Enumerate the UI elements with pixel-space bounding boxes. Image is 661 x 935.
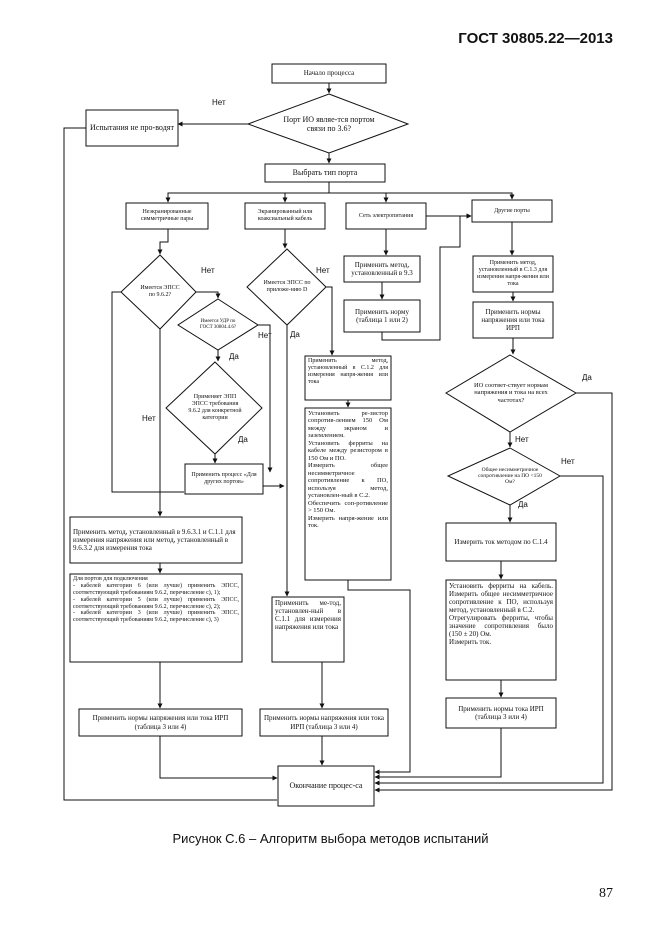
- aan-req-text: Применяет ЭПП ЭПСС требования 9.6.2 для …: [188, 394, 242, 421]
- not-tested-node: Испытания не про-водят: [90, 123, 174, 133]
- other-process-node: Применить процесс «Для других портов»: [191, 472, 257, 485]
- norm-power-node: Применить норму (таблица 1 или 2): [355, 307, 409, 324]
- method-power-node: Применить метод, установленный в 9.3: [351, 260, 413, 277]
- label-no-port: Нет: [212, 98, 226, 107]
- label-yes-imp: Да: [518, 500, 528, 509]
- label-no-udr: Нет: [258, 331, 272, 340]
- type-other-node: Другие порты: [494, 207, 530, 214]
- type-power-node: Сеть электропитания: [358, 212, 414, 219]
- label-no-imp: Нет: [561, 457, 575, 466]
- norm-ipr-node: Применить нормы напряжения или тока ИРП: [481, 307, 545, 333]
- aan-962-text: Имеется ЭПСС по 9.6.2?: [140, 285, 180, 298]
- choose-port-box: [264, 163, 386, 183]
- udr-text: Имеется УДР по ГОСТ 30804.4.6?: [199, 319, 237, 330]
- choose-port-node: Выбрать тип порта: [292, 168, 358, 178]
- figure-caption: Рисунок С.6 – Алгоритм выбора методов ис…: [172, 831, 489, 846]
- aan-d-text: Имеется ЭПСС по приложе-нию D: [263, 280, 311, 293]
- end-box: [277, 765, 375, 807]
- method-main-box: [69, 516, 243, 564]
- norms-mid-node: Применить нормы напряжения или тока ИРП …: [264, 714, 384, 731]
- norms-left-node: Применить нормы напряжения или тока ИРП …: [92, 714, 229, 731]
- norms-mid-box: [259, 708, 389, 737]
- method-c13-node: Применить метод, установленный в С.1.3 д…: [477, 260, 549, 287]
- label-yes-freq: Да: [582, 373, 592, 382]
- label-no-aand: Нет: [316, 266, 330, 275]
- current-c14-node: Измерить ток методом по С.1.4: [454, 537, 548, 546]
- label-yes-req: Да: [238, 435, 248, 444]
- resistor-node: Установить ре-зистор сопротив-лением 150…: [308, 410, 388, 530]
- label-yes-udr: Да: [229, 352, 239, 361]
- other-process-box: [184, 463, 264, 495]
- type-unshielded-node: Неэкранированные симметричные пары: [140, 209, 194, 222]
- label-yes-aand: Да: [290, 330, 300, 339]
- c11-box: [271, 596, 345, 663]
- page-number: 87: [599, 886, 613, 901]
- type-unshielded-box: [125, 202, 209, 230]
- start-node: Начало процесса: [303, 69, 355, 78]
- method-main-node: Применить метод, установленный в 9.6.3.1…: [73, 527, 236, 553]
- label-no-freq: Нет: [515, 435, 529, 444]
- match-freq-text: ИО соответ-ствует нормам напряжения и то…: [473, 381, 549, 404]
- category-node: Для портов для подключения - кабелей кат…: [73, 576, 239, 624]
- norm-current-node: Применить нормы тока ИРП (таблица 3 или …: [458, 704, 544, 721]
- c12-node: Применить метод, установленный в С.1.2 д…: [308, 358, 388, 385]
- label-no-aan962: Нет: [201, 266, 215, 275]
- category-box: [69, 573, 243, 663]
- impedance-text: Общее несимметричное сопротивление на ПО…: [478, 466, 542, 486]
- end-node: Окончание процес-са: [289, 781, 363, 791]
- ferrite-node: Установить ферриты на кабель. Измерить о…: [449, 582, 553, 647]
- type-shielded-node: Экранированный или коаксиальный кабель: [257, 209, 313, 222]
- c11-node: Применить ме-тод, установлен-ный в С.1.1…: [275, 599, 341, 632]
- standard-header: ГОСТ 30805.22—2013: [458, 30, 613, 47]
- label-no-req: Нет: [142, 414, 156, 423]
- port-question-text: Порт ИО являе-тся портом связи по 3.6?: [283, 114, 375, 133]
